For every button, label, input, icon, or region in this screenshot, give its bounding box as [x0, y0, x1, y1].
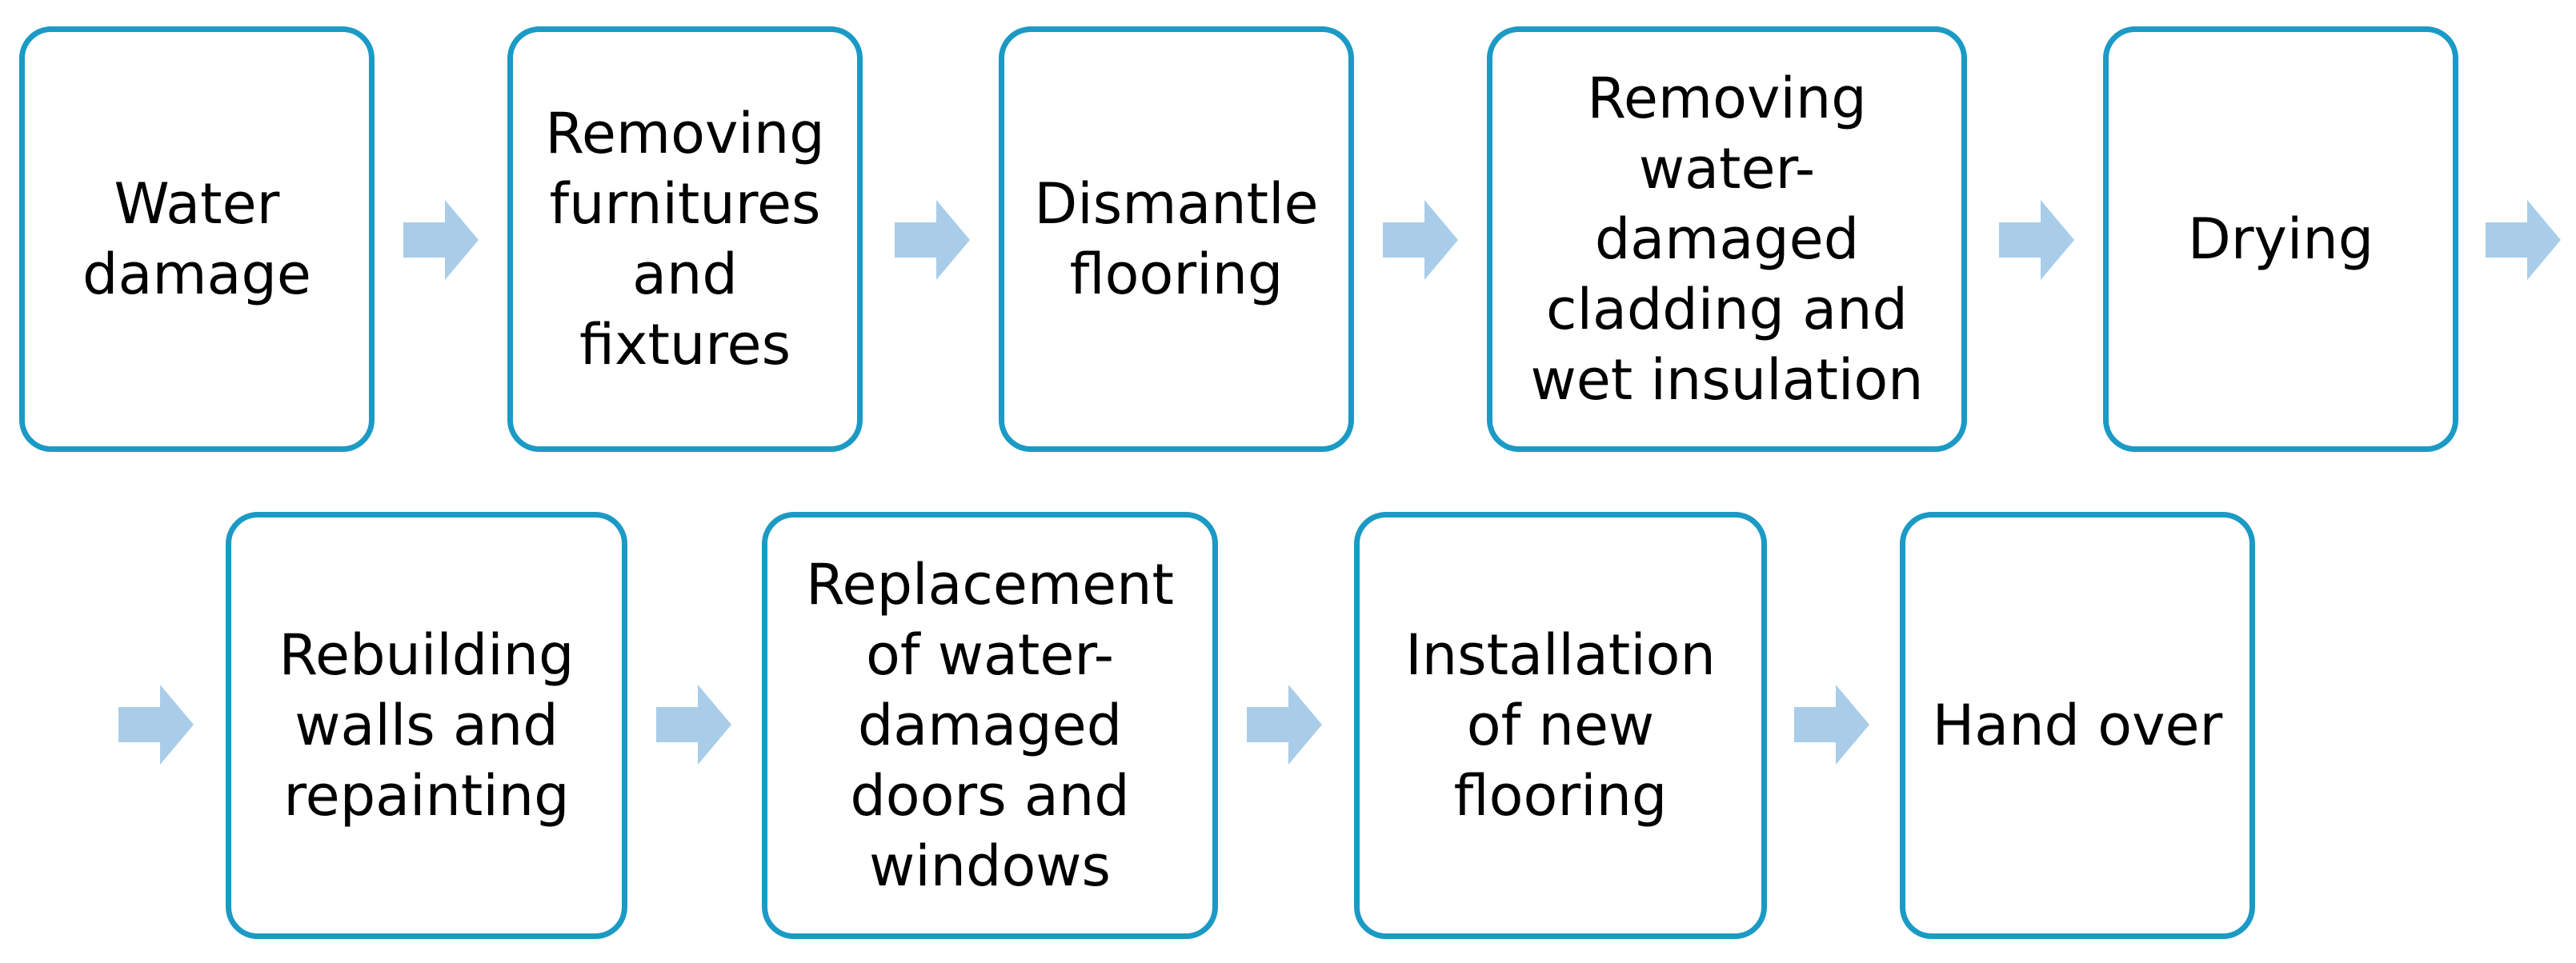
step-drying: Drying: [2103, 26, 2458, 452]
step-hand-over: Hand over: [1900, 512, 2255, 939]
arrow-right-icon: [403, 200, 479, 280]
step-removing-furnitures: Removing furnitures and fixtures: [507, 26, 863, 452]
step-replacement-doors-windows: Replacement of water- damaged doors and …: [762, 512, 1218, 939]
arrow-right-icon: [895, 200, 970, 280]
step-rebuilding-walls: Rebuilding walls and repainting: [226, 512, 627, 939]
arrow-right-icon: [1999, 200, 2074, 280]
arrow-right-icon: [1383, 200, 1458, 280]
step-water-damage: Water damage: [19, 26, 375, 452]
step-dismantle-flooring: Dismantle flooring: [999, 26, 1354, 452]
arrow-right-icon: [1794, 685, 1869, 765]
step-removing-cladding: Removing water- damaged cladding and wet…: [1487, 26, 1967, 452]
arrow-right-icon: [656, 685, 731, 765]
step-installation-flooring: Installation of new flooring: [1354, 512, 1767, 939]
arrow-right-icon: [1247, 685, 1322, 765]
arrow-right-icon: [118, 685, 194, 765]
arrow-right-icon: [2486, 200, 2561, 280]
